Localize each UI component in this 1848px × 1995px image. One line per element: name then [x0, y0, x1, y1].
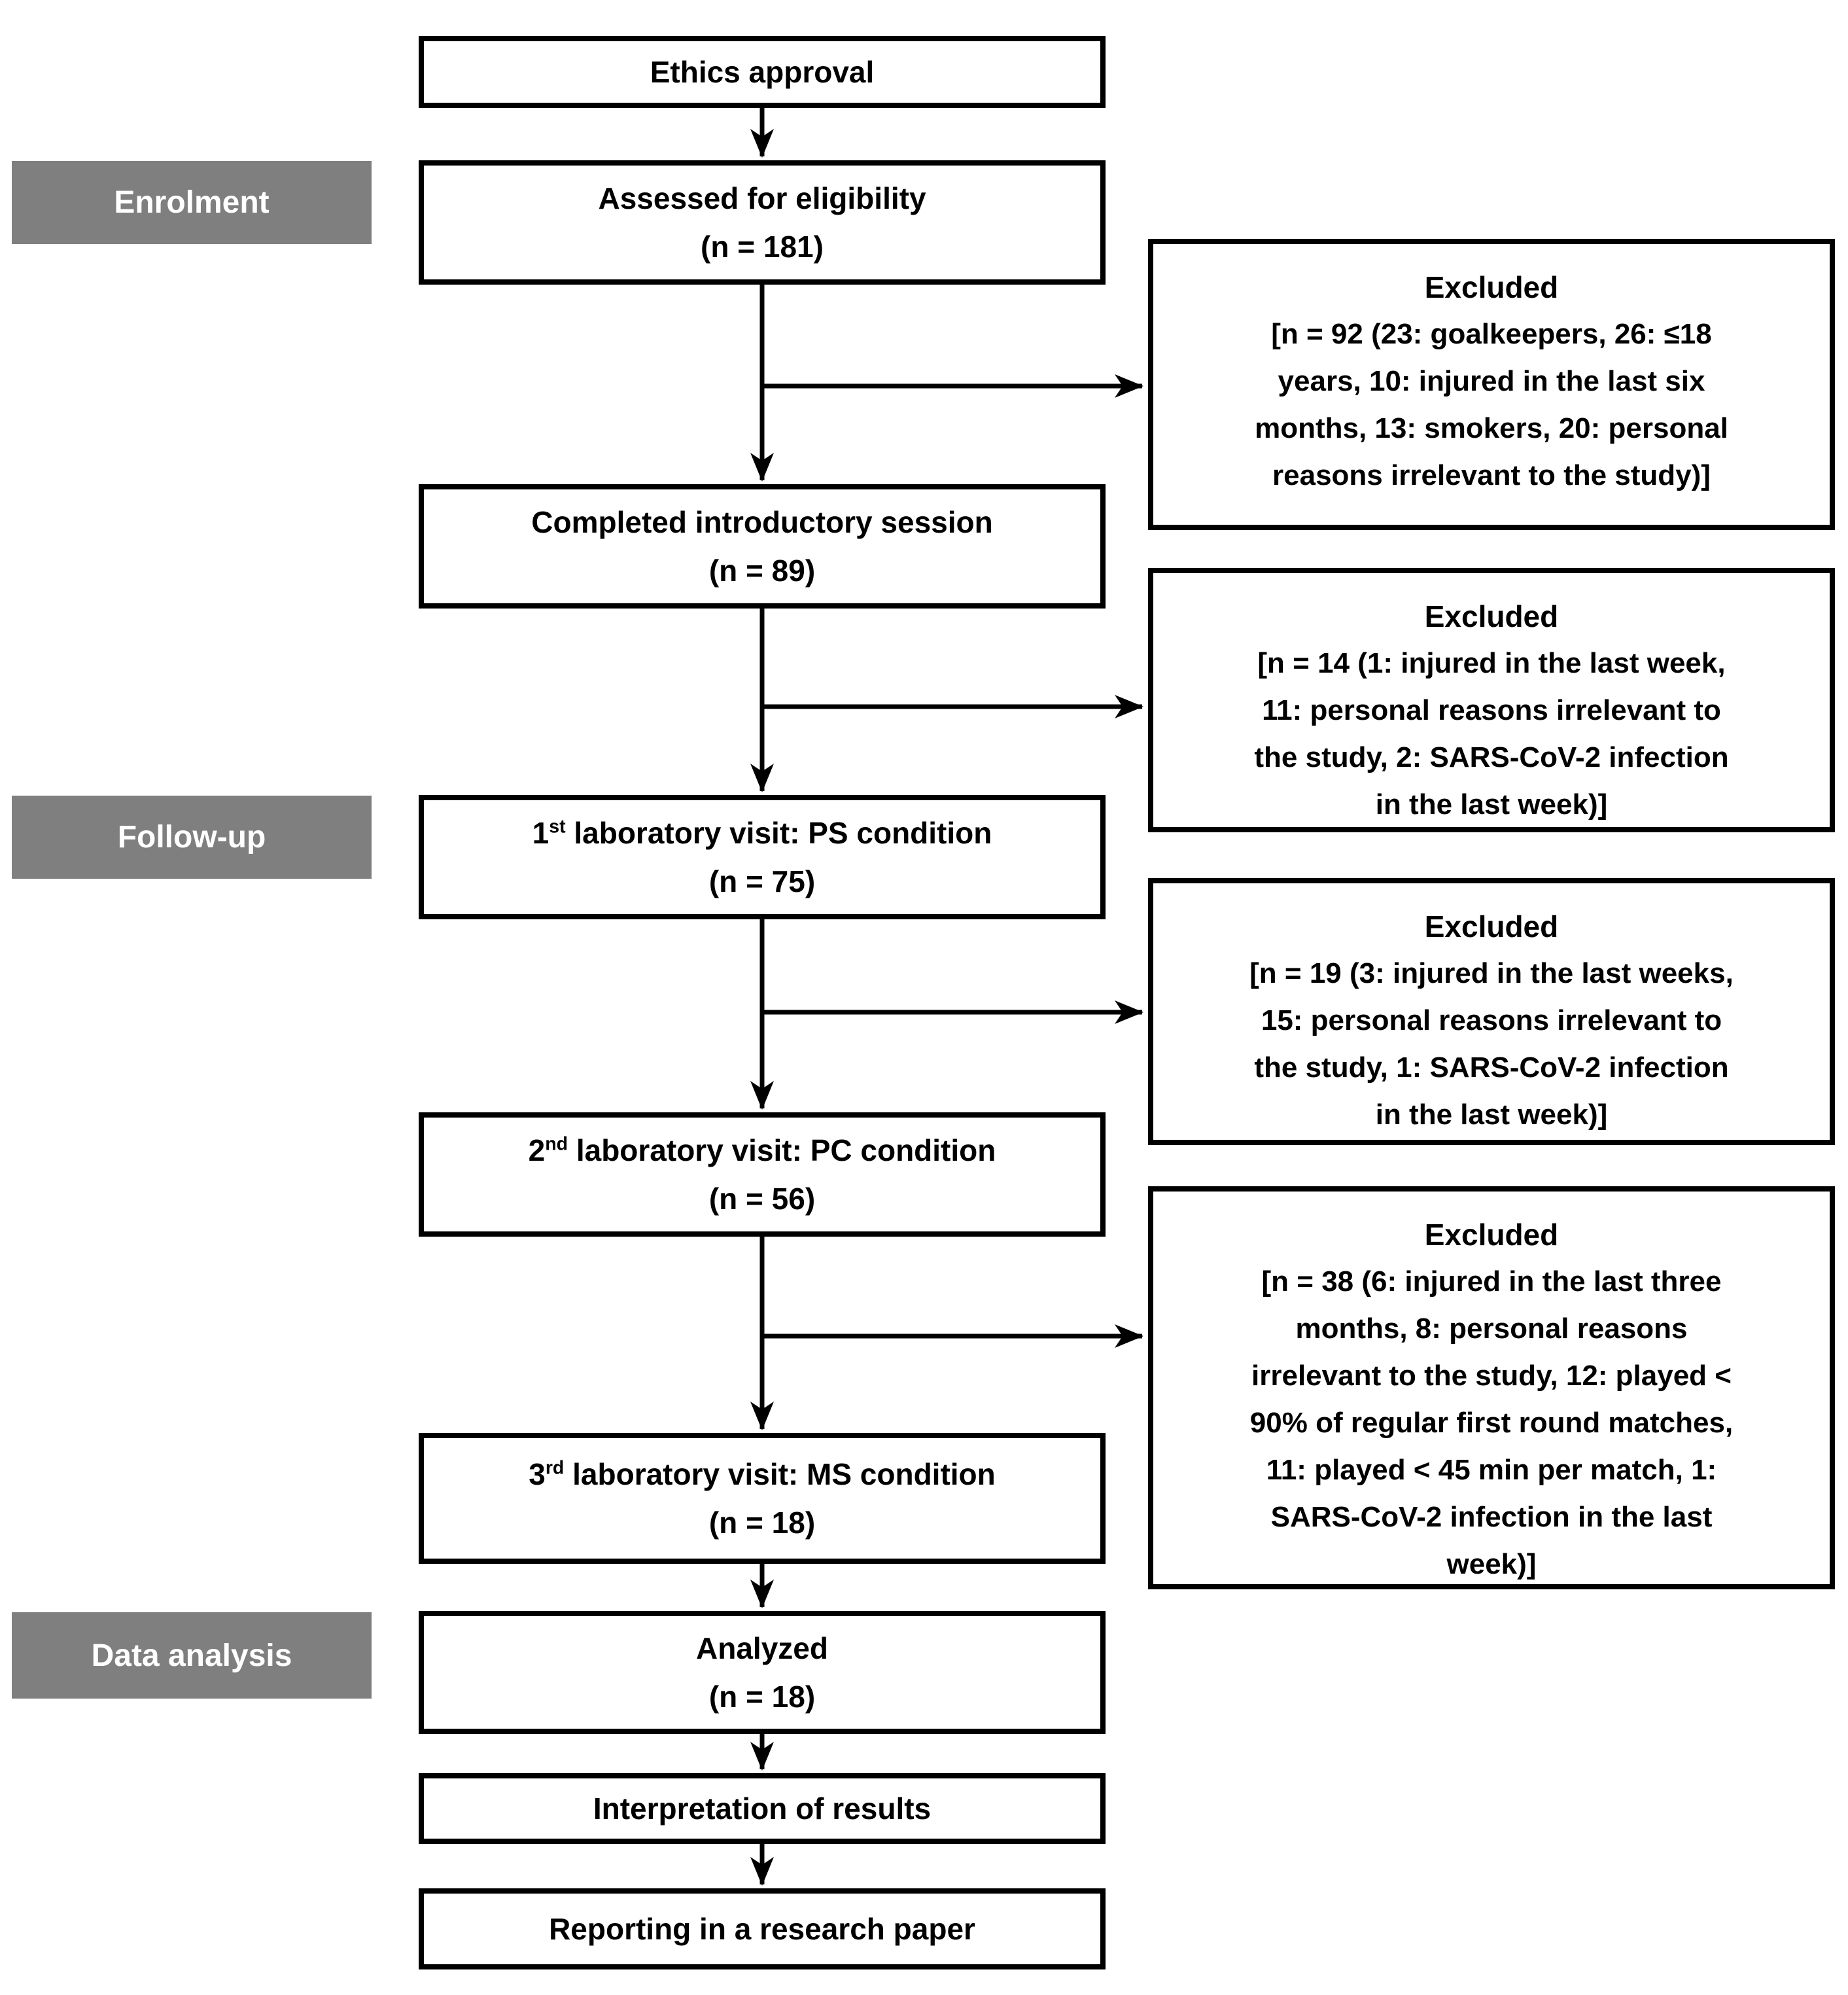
box-line1: Analyzed	[696, 1631, 828, 1665]
excluded-title: Excluded	[1424, 1218, 1559, 1252]
flow-box-assessed-eligibility: Assessed for eligibility (n = 181)	[419, 160, 1106, 285]
excluded-title: Excluded	[1424, 909, 1559, 944]
excluded-body: [n = 38 (6: injured in the last three mo…	[1249, 1265, 1734, 1580]
box-line1-text: laboratory visit: PS condition	[565, 816, 992, 850]
ordinal-number: 1	[532, 816, 549, 850]
stage-label-data-analysis: Data analysis	[12, 1612, 372, 1699]
box-line1-text: laboratory visit: MS condition	[564, 1457, 996, 1491]
excluded-title: Excluded	[1424, 599, 1559, 633]
box-line1: 2nd laboratory visit: PC condition	[529, 1126, 996, 1174]
ordinal-suffix: st	[549, 816, 566, 838]
ordinal-suffix: nd	[545, 1133, 568, 1155]
excluded-title: Excluded	[1424, 270, 1559, 304]
stage-label-text: Enrolment	[114, 185, 270, 220]
box-line2: (n = 89)	[708, 554, 816, 588]
box-line2: (n = 18)	[708, 1506, 816, 1540]
box-line2: (n = 181)	[701, 230, 824, 264]
stage-label-enrolment: Enrolment	[12, 161, 372, 244]
ordinal-number: 2	[528, 1133, 546, 1167]
box-line1-text: laboratory visit: PC condition	[568, 1133, 996, 1167]
flow-box-reporting: Reporting in a research paper	[419, 1888, 1106, 1969]
flow-box-ethics-approval: Ethics approval	[419, 36, 1106, 108]
stage-label-follow-up: Follow-up	[12, 796, 372, 879]
excluded-box-1: Excluded [n = 92 (23: goalkeepers, 26: ≤…	[1148, 239, 1835, 530]
stage-label-text: Data analysis	[91, 1638, 292, 1673]
flow-box-third-lab-visit: 3rd laboratory visit: MS condition (n = …	[419, 1433, 1106, 1564]
stage-label-text: Follow-up	[117, 820, 266, 855]
excluded-box-4: Excluded [n = 38 (6: injured in the last…	[1148, 1186, 1835, 1589]
excluded-box-3: Excluded [n = 19 (3: injured in the last…	[1148, 878, 1835, 1145]
excluded-box-2: Excluded [n = 14 (1: injured in the last…	[1148, 568, 1835, 832]
box-line1: Interpretation of results	[593, 1792, 932, 1826]
excluded-body: [n = 14 (1: injured in the last week, 11…	[1254, 647, 1729, 821]
box-line1: Reporting in a research paper	[549, 1912, 975, 1946]
excluded-body: [n = 19 (3: injured in the last weeks, 1…	[1249, 957, 1734, 1131]
ordinal-number: 3	[529, 1457, 546, 1491]
box-line1: 3rd laboratory visit: MS condition	[529, 1450, 996, 1498]
box-line1: Ethics approval	[650, 55, 875, 89]
box-line2: (n = 75)	[708, 864, 816, 898]
box-line2: (n = 18)	[708, 1680, 816, 1714]
excluded-body: [n = 92 (23: goalkeepers, 26: ≤18 years,…	[1255, 318, 1728, 491]
flow-box-first-lab-visit: 1st laboratory visit: PS condition (n = …	[419, 795, 1106, 919]
box-line1: Completed introductory session	[531, 505, 993, 539]
flow-box-completed-introductory-session: Completed introductory session (n = 89)	[419, 484, 1106, 609]
box-line1: 1st laboratory visit: PS condition	[532, 809, 992, 857]
flow-box-interpretation: Interpretation of results	[419, 1773, 1106, 1844]
box-line1: Assessed for eligibility	[598, 181, 926, 215]
box-line2: (n = 56)	[708, 1182, 816, 1216]
flow-box-analyzed: Analyzed (n = 18)	[419, 1611, 1106, 1734]
ordinal-suffix: rd	[545, 1457, 565, 1479]
flow-box-second-lab-visit: 2nd laboratory visit: PC condition (n = …	[419, 1112, 1106, 1237]
